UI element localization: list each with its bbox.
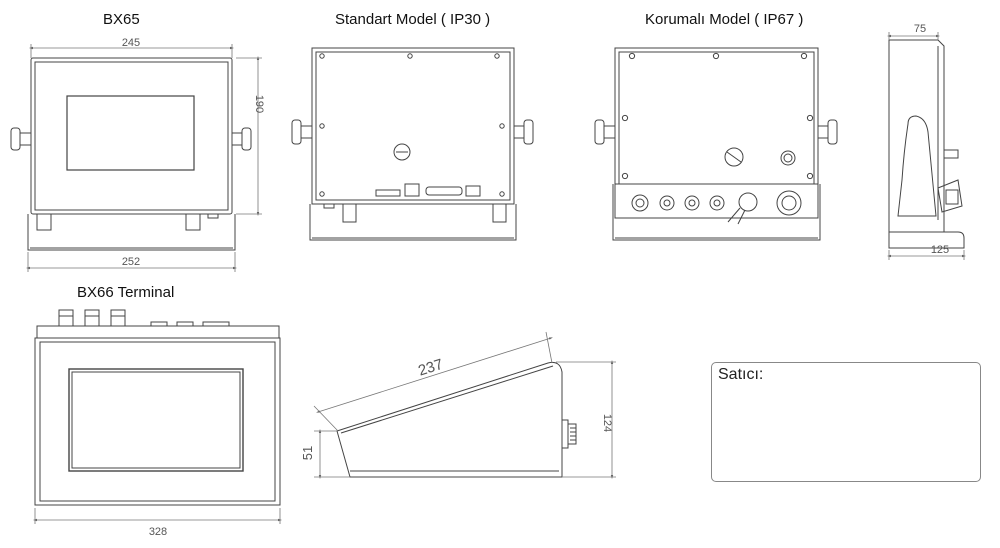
- bx66-profile-dimension-lines: [313, 331, 616, 479]
- bx65-height-label: 190: [253, 95, 265, 113]
- left-knob: [10, 127, 32, 151]
- side-view: [888, 39, 965, 249]
- bx65-dimension-lines: [26, 44, 262, 272]
- side-view-dimension-lines: [887, 32, 966, 260]
- protected-model-back-view: [594, 47, 838, 241]
- bx65-width-top-label: 245: [122, 37, 140, 49]
- bx66-dimension-lines: [33, 508, 282, 524]
- bx65-front-view: [10, 57, 252, 251]
- bx66-terminal-title: BX66 Terminal: [77, 284, 175, 301]
- bx65-title: BX65: [103, 11, 140, 28]
- side-depth-top-label: 75: [914, 23, 926, 35]
- protected-model-title: Korumalı Model ( IP67 ): [645, 11, 804, 28]
- bx66-height-front-label: 51: [300, 446, 315, 460]
- side-depth-bottom-label: 125: [931, 244, 949, 256]
- bx66-width-label: 328: [149, 526, 167, 538]
- bx66-front-view: [34, 309, 281, 506]
- seller-label: Satıcı:: [718, 366, 764, 383]
- standard-model-title: Standart Model ( IP30 ): [335, 11, 491, 28]
- right-knob: [231, 127, 252, 151]
- standard-model-back-view: [291, 47, 534, 241]
- bx66-height-back-label: 124: [601, 414, 613, 432]
- bx66-side-profile: [336, 361, 577, 478]
- bx66-length-label: 237: [416, 356, 445, 380]
- seller-box: Satıcı:: [711, 362, 981, 482]
- bx65-width-bottom-label: 252: [122, 256, 140, 268]
